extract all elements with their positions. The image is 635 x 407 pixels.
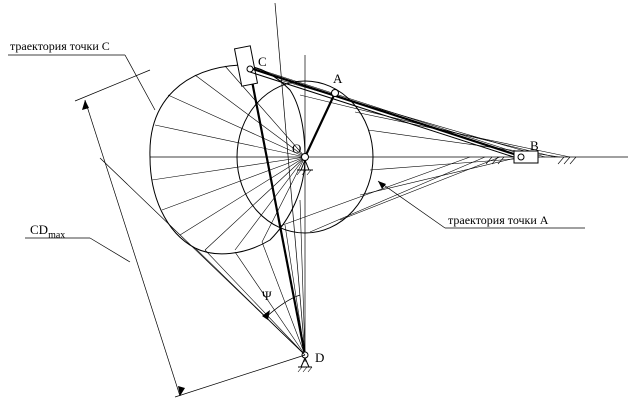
cd-max-dimension xyxy=(25,69,306,398)
label-cd-max: CDmax xyxy=(30,222,65,241)
label-cd-max-sub: max xyxy=(48,230,65,241)
joint-b xyxy=(517,153,525,161)
fan-lines-to-b xyxy=(254,67,571,233)
rocker-extension-line xyxy=(274,2,306,356)
label-angle-psi: Ψ xyxy=(262,288,272,303)
connecting-rod-line-2 xyxy=(249,71,524,161)
label-point-b: B xyxy=(530,138,539,153)
rocker-cd-link xyxy=(244,49,307,356)
support-d xyxy=(297,357,313,373)
label-cd-max-main: CD xyxy=(30,222,48,237)
ground-hatch-b xyxy=(485,156,577,165)
support-o xyxy=(296,159,313,176)
label-point-o: O xyxy=(292,141,301,156)
label-point-d: D xyxy=(315,350,324,365)
fan-lines-o-to-c xyxy=(151,65,306,251)
connecting-rod-line xyxy=(249,66,524,159)
angle-psi-arrow xyxy=(262,310,270,320)
label-trajectory-a: траектория точки A xyxy=(448,213,549,227)
joint-o xyxy=(301,153,309,161)
fan-lines-d-to-c xyxy=(194,199,306,356)
leader-trajectory-a xyxy=(377,180,585,229)
crank-oa-link xyxy=(304,92,336,158)
slider-block-c xyxy=(233,45,259,87)
label-trajectory-c: траектория точки C xyxy=(10,39,110,53)
joint-c xyxy=(246,65,254,73)
joint-a xyxy=(331,89,339,97)
leader-trajectory-c xyxy=(8,54,156,111)
label-point-c: C xyxy=(258,54,267,69)
label-point-a: A xyxy=(333,71,343,86)
trajectory-a-circle xyxy=(236,80,374,234)
